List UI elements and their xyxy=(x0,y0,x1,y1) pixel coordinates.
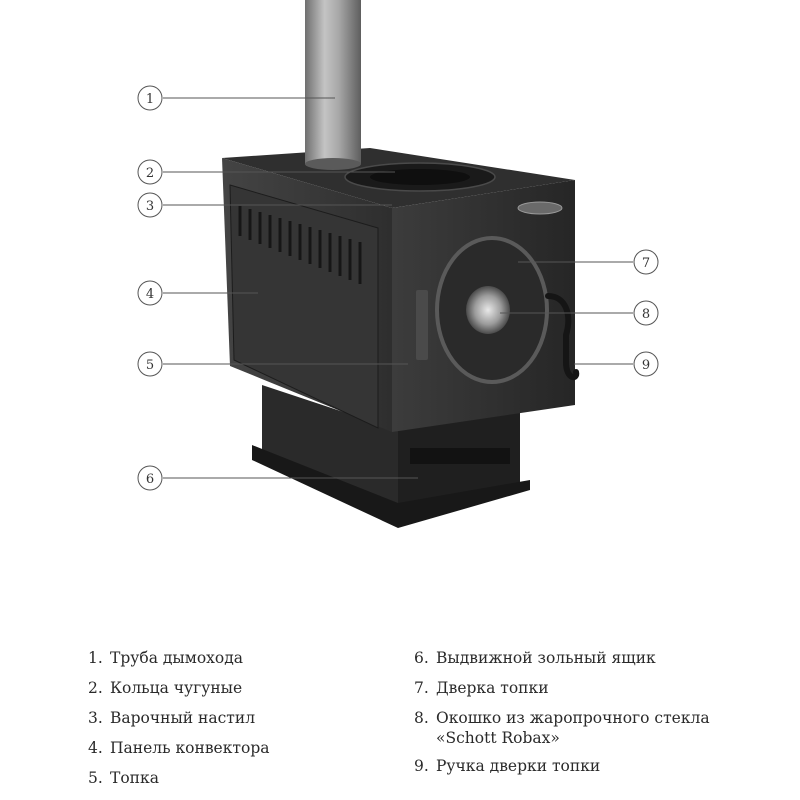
legend-item: 4.Панель конвектора xyxy=(88,739,270,757)
callout-3: 3 xyxy=(137,192,392,218)
legend-right: 6.Выдвижной зольный ящик 7.Дверка топки … xyxy=(414,648,710,786)
callout-9: 9 xyxy=(574,351,659,377)
svg-text:5: 5 xyxy=(146,358,154,373)
stove-base xyxy=(252,385,530,528)
stove-diagram: 1 2 3 4 5 6 7 xyxy=(137,0,659,528)
callouts: 1 2 3 4 5 6 7 xyxy=(137,85,659,491)
svg-text:9: 9 xyxy=(642,358,650,373)
svg-text:2: 2 xyxy=(146,166,154,181)
callout-1: 1 xyxy=(137,85,335,111)
legend-item: 3.Варочный настил xyxy=(88,709,256,727)
svg-text:3: 3 xyxy=(146,199,154,214)
legend-item: 9.Ручка дверки топки xyxy=(414,757,601,775)
brand-plate xyxy=(517,201,563,215)
legend-item: 5.Топка xyxy=(88,769,159,787)
convector-vents xyxy=(238,206,362,284)
convector-panel xyxy=(229,184,379,429)
legend-left: 1.Труба дымохода 2.Кольца чугуные 3.Варо… xyxy=(88,648,269,798)
legend-item: 6.Выдвижной зольный ящик xyxy=(414,649,656,667)
callout-7: 7 xyxy=(518,249,659,275)
ash-drawer xyxy=(410,448,510,464)
legend-item: 1.Труба дымохода xyxy=(88,649,244,667)
callout-6: 6 xyxy=(137,465,418,491)
legend-item: 2.Кольца чугуные xyxy=(88,679,243,697)
callout-8: 8 xyxy=(500,300,659,326)
svg-text:1: 1 xyxy=(146,92,154,107)
svg-text:7: 7 xyxy=(642,256,650,271)
glass-window xyxy=(466,286,510,334)
chimney-pipe xyxy=(305,0,361,164)
callout-5: 5 xyxy=(137,351,408,377)
svg-text:6: 6 xyxy=(146,472,154,487)
svg-text:4: 4 xyxy=(146,287,154,302)
callout-4: 4 xyxy=(137,280,258,306)
legend-item: 7.Дверка топки xyxy=(414,679,549,697)
legend-item: 8.Окошко из жаропрочного стекла «Schott … xyxy=(414,709,710,747)
callout-2: 2 xyxy=(137,159,395,185)
svg-text:8: 8 xyxy=(642,307,650,322)
door-handle xyxy=(545,293,580,381)
door-hinge xyxy=(416,290,428,360)
